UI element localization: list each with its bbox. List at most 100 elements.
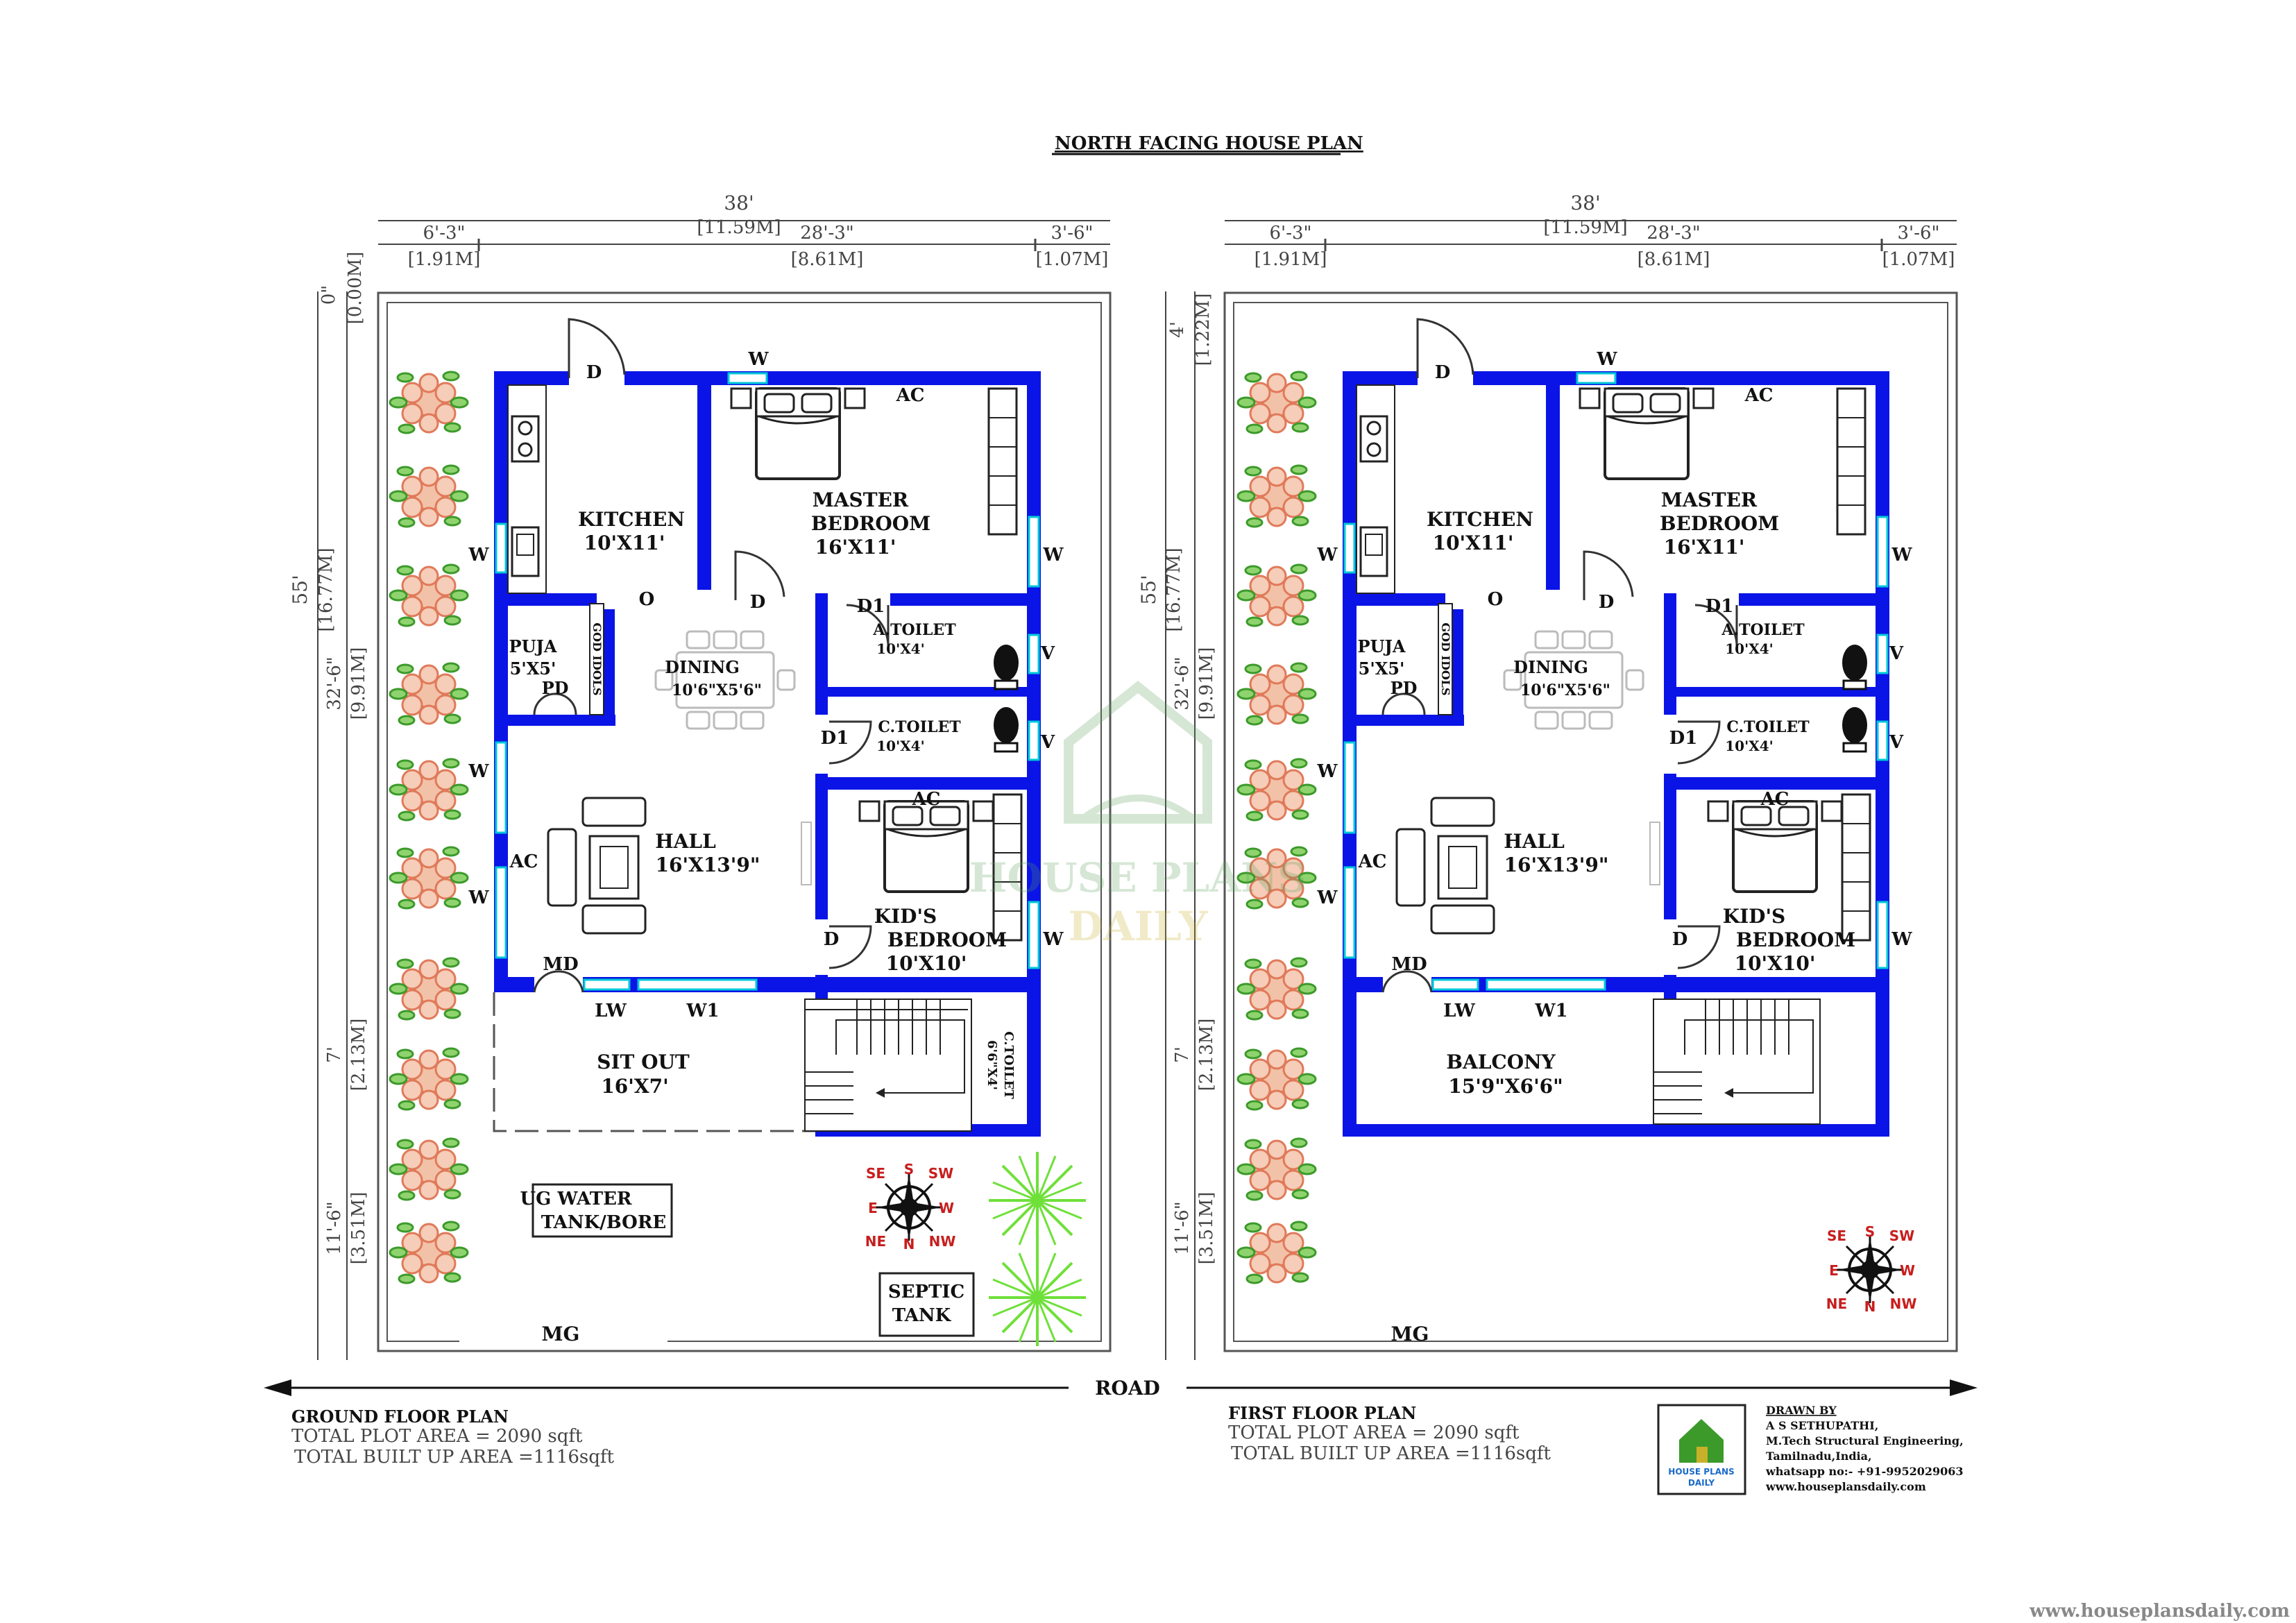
sit-out-label: SIT OUT [597,1051,690,1073]
dim-d2-ft: 28'-3" [800,223,854,244]
kitchen-sink-icon [511,526,540,577]
first-built-area: TOTAL BUILT UP AREA =1116sqft [1231,1443,1551,1464]
kitchen-stove-icon [511,415,540,463]
tree-icon [389,957,469,1021]
svg-text:DAILY: DAILY [1069,903,1209,950]
opening-mark: O [1488,589,1504,610]
door-mark: D [1672,929,1688,950]
ventilator-mark: V [1040,643,1055,664]
palm-tree-icon [987,1248,1087,1348]
toilet-icon [1841,706,1869,753]
ventilator-mark: V [1889,643,1904,664]
tree-icon [1236,1221,1317,1284]
ventilator-mark: V [1040,732,1055,753]
dim-top-m: [1.22M] [1193,294,1214,366]
master-bedroom-label-2: BEDROOM [811,512,930,535]
ground-floor-plan: 38' [11.59M] 6'-3" [1.91M] 28'-3" [8.61M… [289,192,1112,1360]
door-mark: D1 [1669,728,1698,749]
hall-size: 16'X13'9" [656,853,760,876]
dim-depth-ft: 55' [289,575,312,604]
master-bedroom-label: MASTER [813,488,909,511]
door-mark: D1 [857,596,885,617]
kitchen-label: KITCHEN [578,508,685,531]
wardrobe-icon [1836,387,1866,536]
door-mark: D [1599,592,1615,613]
tree-icon [389,1047,469,1111]
main-door-mark: MD [543,954,578,975]
first-floor-caption: FIRST FLOOR PLAN [1228,1403,1416,1423]
tree-icon [1236,957,1317,1021]
main-door-mark: MD [1391,954,1427,975]
sit-out-size: 16'X7' [601,1075,668,1098]
god-idols-label: GOD IDOLS [1439,622,1452,695]
svg-text:NE: NE [865,1233,886,1250]
attached-toilet-size: 10'X4' [1725,640,1774,657]
road-arrow: ROAD [264,1377,1978,1400]
common-toilet-size: 10'X4' [1725,738,1774,754]
staircase [1653,999,1821,1125]
bed-icon [1707,800,1843,893]
dim-front-ft: 32'-6" [1172,656,1193,711]
logo-text: HOUSE PLANS [1668,1467,1734,1477]
drafter-degree: M.Tech Structural Engineering, [1766,1434,1964,1447]
svg-text:HOUSE PLANS: HOUSE PLANS [969,854,1307,901]
stair-toilet-size: 6'6"X4' [985,1040,999,1090]
drawn-by-label: DRAWN BY [1766,1404,1837,1417]
bed-icon [730,387,866,480]
dim-sit-ft: 7' [324,1046,345,1063]
god-idols-label: GOD IDOLS [590,622,604,695]
main-gate-mark: MG [542,1323,580,1345]
dim-d1-m: [1.91M] [1255,249,1327,270]
drafter-website: www.houseplansdaily.com [1765,1480,1926,1493]
tree-icon [389,758,469,822]
septic-label-2: TANK [892,1305,952,1326]
svg-text:N: N [903,1236,915,1252]
road-label: ROAD [1095,1377,1160,1400]
compass-icon: S SE SW E W NE N NW [1826,1223,1917,1315]
dim-back-ft: 11'-6" [324,1201,345,1255]
toilet-icon [992,643,1020,690]
stair-toilet-label: C.TOILET [1001,1031,1016,1099]
tree-icon [1236,464,1317,528]
hall-label: HALL [655,830,716,853]
plot-boundary [1223,291,1958,1352]
master-bedroom-size: 16'X11' [815,536,896,559]
dim-back-m: [3.51M] [1196,1192,1217,1265]
window-mark: W [1316,887,1338,908]
master-bedroom-label-2: BEDROOM [1660,512,1779,535]
svg-text:SW: SW [928,1165,953,1182]
svg-text:NW: NW [929,1233,956,1250]
sofa-set-icon [547,797,647,935]
window-mark: W1 [686,1001,719,1021]
kitchen-sink-icon [1359,526,1388,577]
master-bedroom-label: MASTER [1661,488,1758,511]
window-mark: W [1596,349,1617,370]
long-window-mark: LW [1443,1001,1476,1021]
balcony-size: 15'9"X6'6" [1448,1075,1563,1098]
dim-top-ft: 4' [1167,321,1188,338]
tree-icon [389,1221,469,1284]
window-mark: W [747,349,769,370]
dim-total-m: [11.59M] [1543,217,1627,238]
attached-toilet-label: A.TOILET [1721,621,1805,639]
window-mark: W [1316,545,1338,566]
tree-icon [389,1137,469,1201]
window-mark: W [1042,545,1064,566]
windows [1343,372,1889,991]
hall-size: 16'X13'9" [1504,853,1609,876]
bed-icon [1579,387,1715,480]
kitchen-label: KITCHEN [1427,508,1533,531]
window-mark: W [1042,929,1064,950]
wardrobe-icon [1841,793,1871,942]
door-mark: D [586,362,602,383]
drafter-phone: whatsapp no:- +91-9952029063 [1765,1465,1964,1478]
plot-boundary [377,291,1112,1352]
tree-icon [1236,1137,1317,1201]
svg-text:NE: NE [1826,1295,1847,1312]
first-floor-plan: 38' [11.59M] 6'-3" [1.91M] 28'-3" [8.61M… [1137,192,1958,1360]
svg-text:E: E [1829,1262,1839,1279]
puja-size: 5'X5' [1359,658,1405,679]
kitchen-size: 10'X11' [584,532,665,554]
ac-mark: AC [1358,851,1387,872]
